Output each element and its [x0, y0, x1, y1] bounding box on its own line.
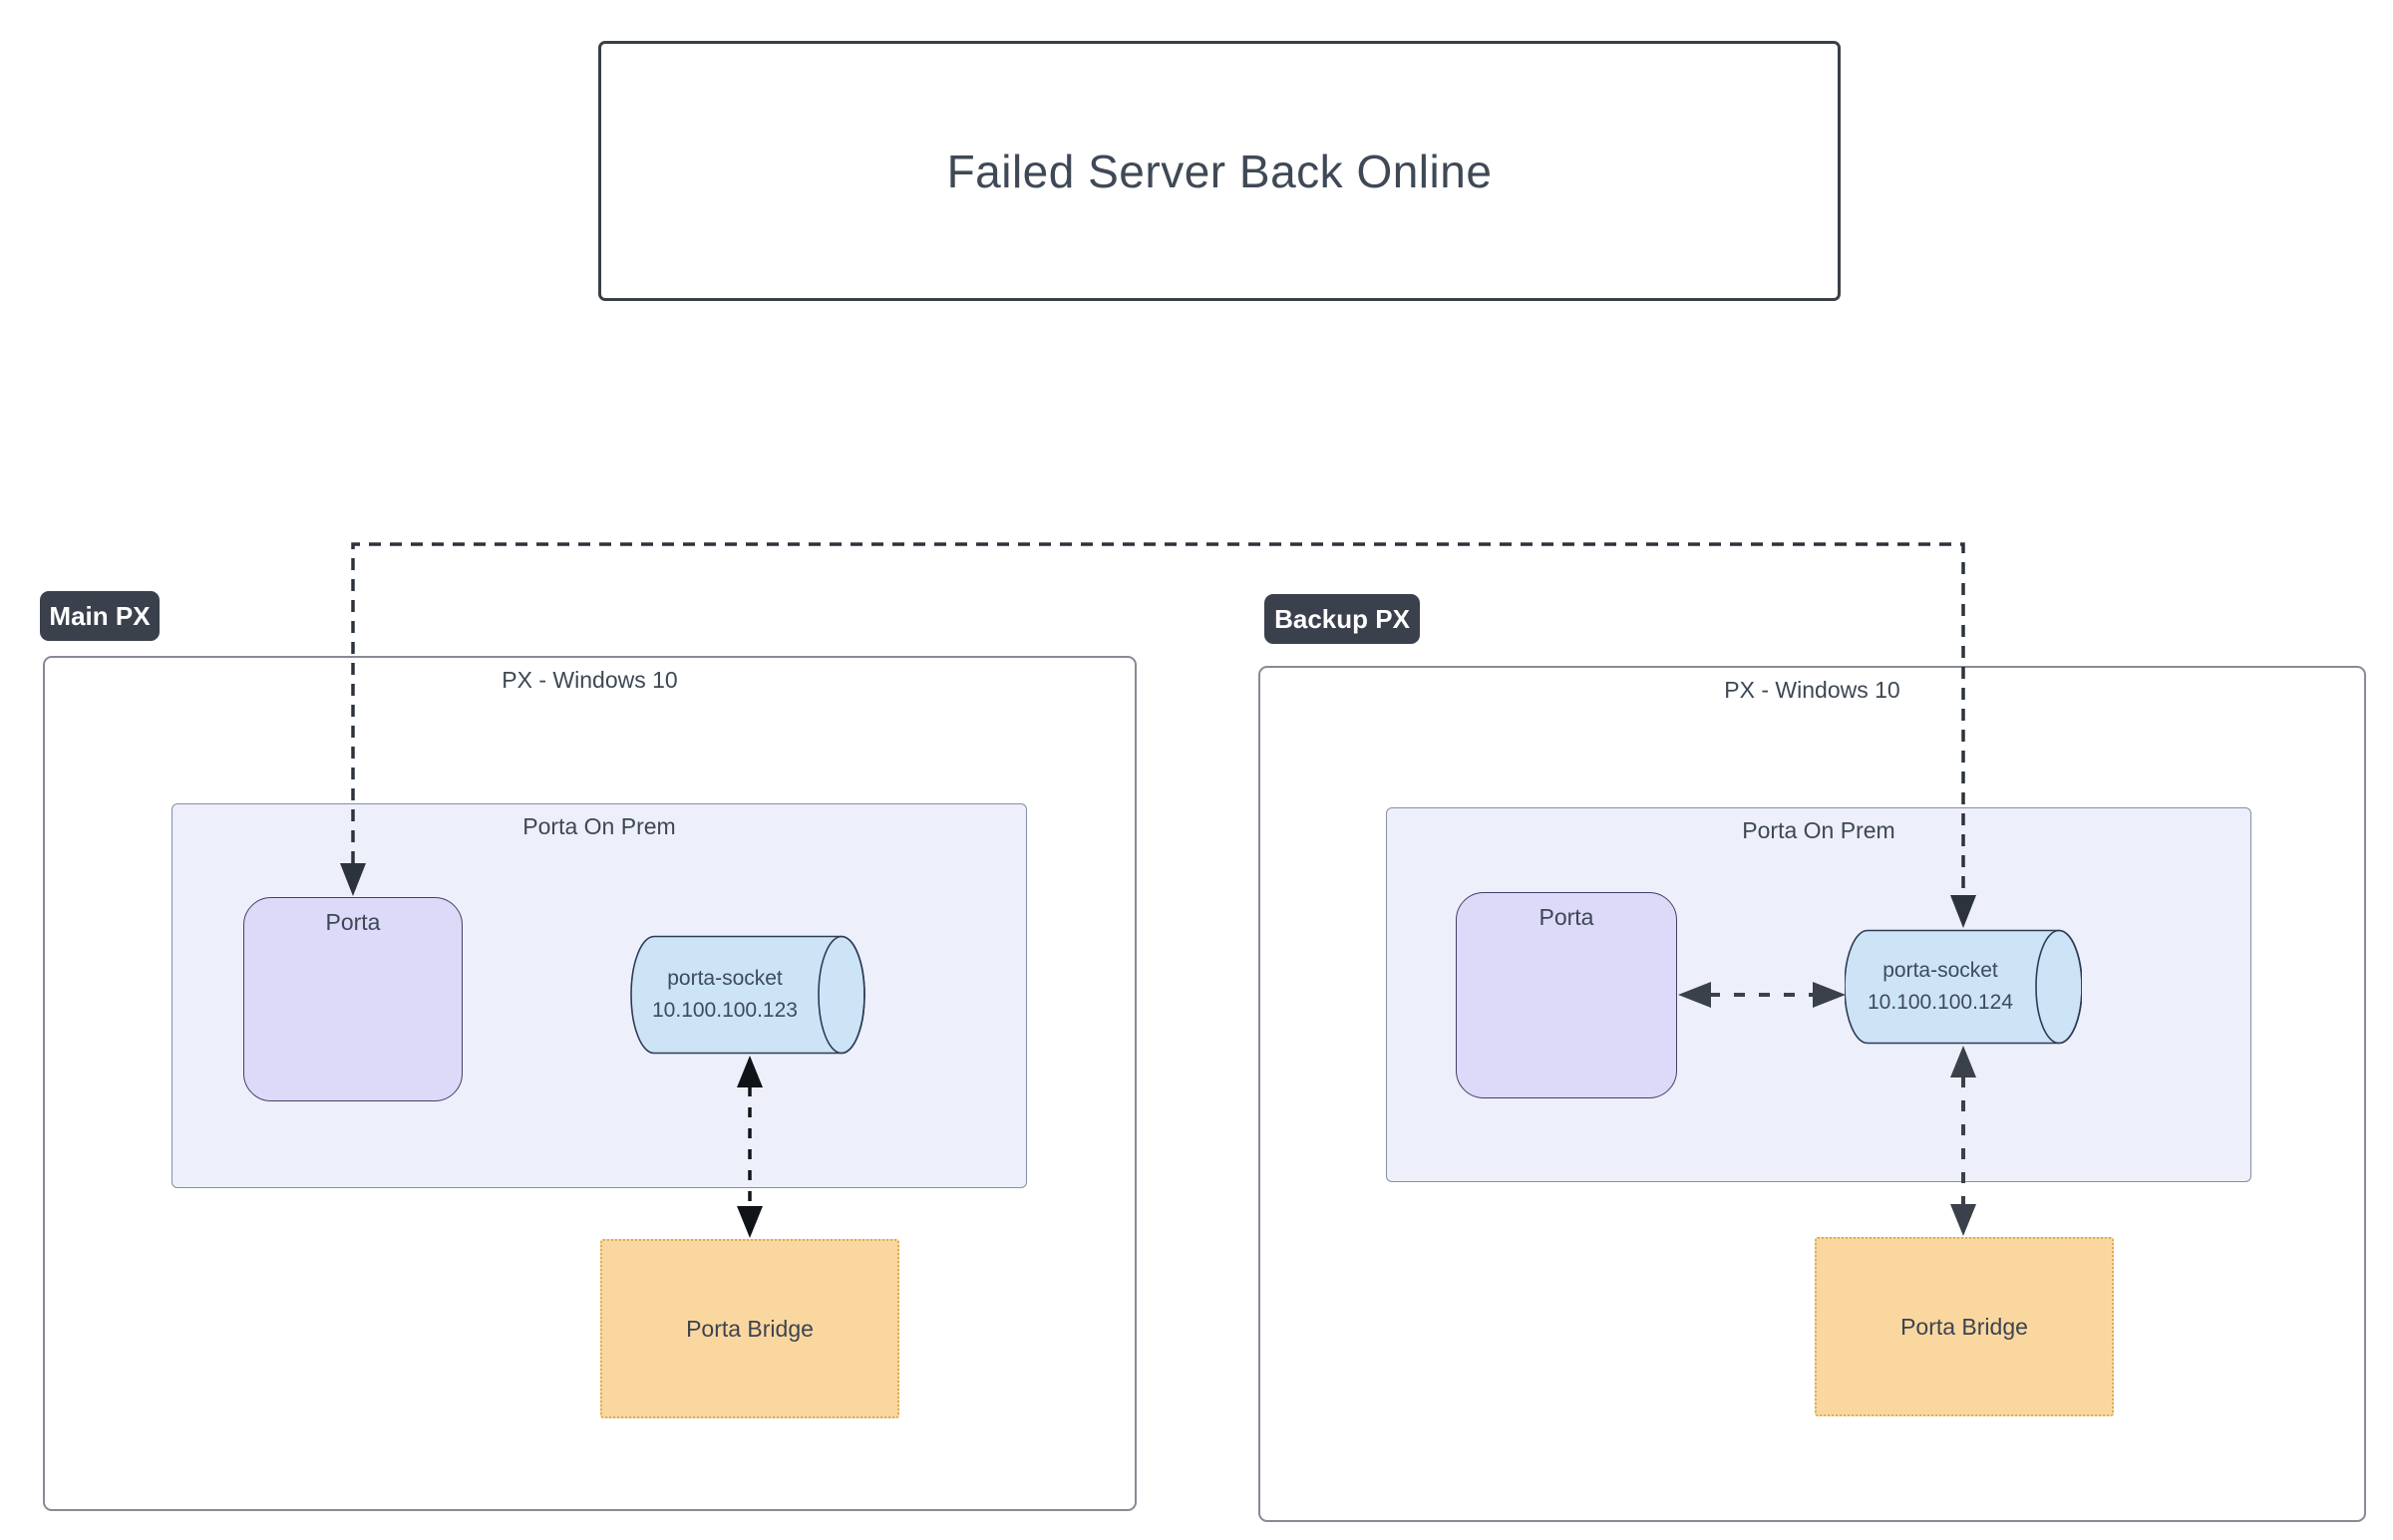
backup-porta-node: Porta [1456, 892, 1677, 1098]
cylinder-cap [2035, 929, 2082, 1045]
main-porta-bridge-node: Porta Bridge [600, 1239, 899, 1418]
backup-porta-label: Porta [1538, 904, 1594, 930]
main-porta-socket-cylinder [630, 935, 865, 1055]
cylinder-cap [818, 935, 865, 1055]
main-px-badge: Main PX [40, 591, 160, 641]
main-zone-label: Porta On Prem [522, 813, 676, 839]
main-socket-ip: 10.100.100.123 [652, 999, 798, 1022]
title-box: Failed Server Back Online [598, 41, 1841, 301]
main-porta-node: Porta [243, 897, 463, 1101]
main-porta-label: Porta [325, 909, 381, 935]
backup-socket-ip: 10.100.100.124 [1868, 991, 2013, 1014]
diagram-title: Failed Server Back Online [946, 145, 1493, 197]
backup-socket-text: porta-socket 10.100.100.124 [1845, 955, 2036, 1019]
backup-porta-socket-cylinder [1845, 929, 2082, 1045]
main-socket-text: porta-socket 10.100.100.123 [630, 963, 820, 1027]
main-socket-name: porta-socket [667, 967, 783, 990]
backup-socket-name: porta-socket [1882, 959, 1998, 982]
backup-porta-bridge-node: Porta Bridge [1815, 1237, 2114, 1416]
backup-zone-label: Porta On Prem [1742, 817, 1895, 843]
backup-os-label: PX - Windows 10 [1724, 677, 1900, 703]
main-os-label: PX - Windows 10 [502, 667, 678, 693]
backup-px-badge: Backup PX [1264, 594, 1420, 644]
